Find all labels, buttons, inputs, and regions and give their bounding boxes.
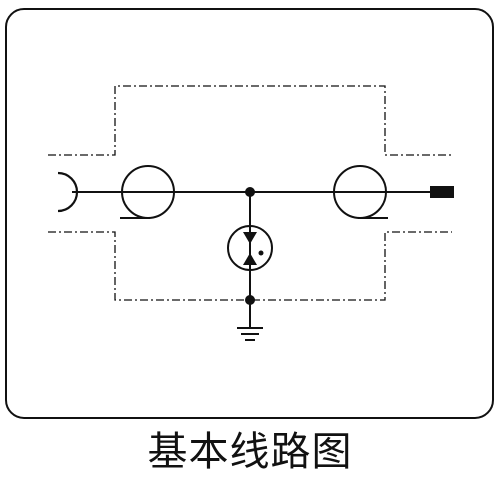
enclosure-outline xyxy=(48,85,452,301)
circuit-diagram xyxy=(5,8,494,419)
output-terminal-icon xyxy=(430,186,454,198)
tvs-diode-icon xyxy=(227,225,273,271)
output-coil-icon xyxy=(333,165,388,219)
ground-icon xyxy=(237,327,263,341)
diagram-frame xyxy=(5,8,494,419)
input-connector-icon xyxy=(57,171,79,213)
diagram-caption: 基本线路图 xyxy=(147,429,353,475)
input-coil-icon xyxy=(120,165,175,219)
